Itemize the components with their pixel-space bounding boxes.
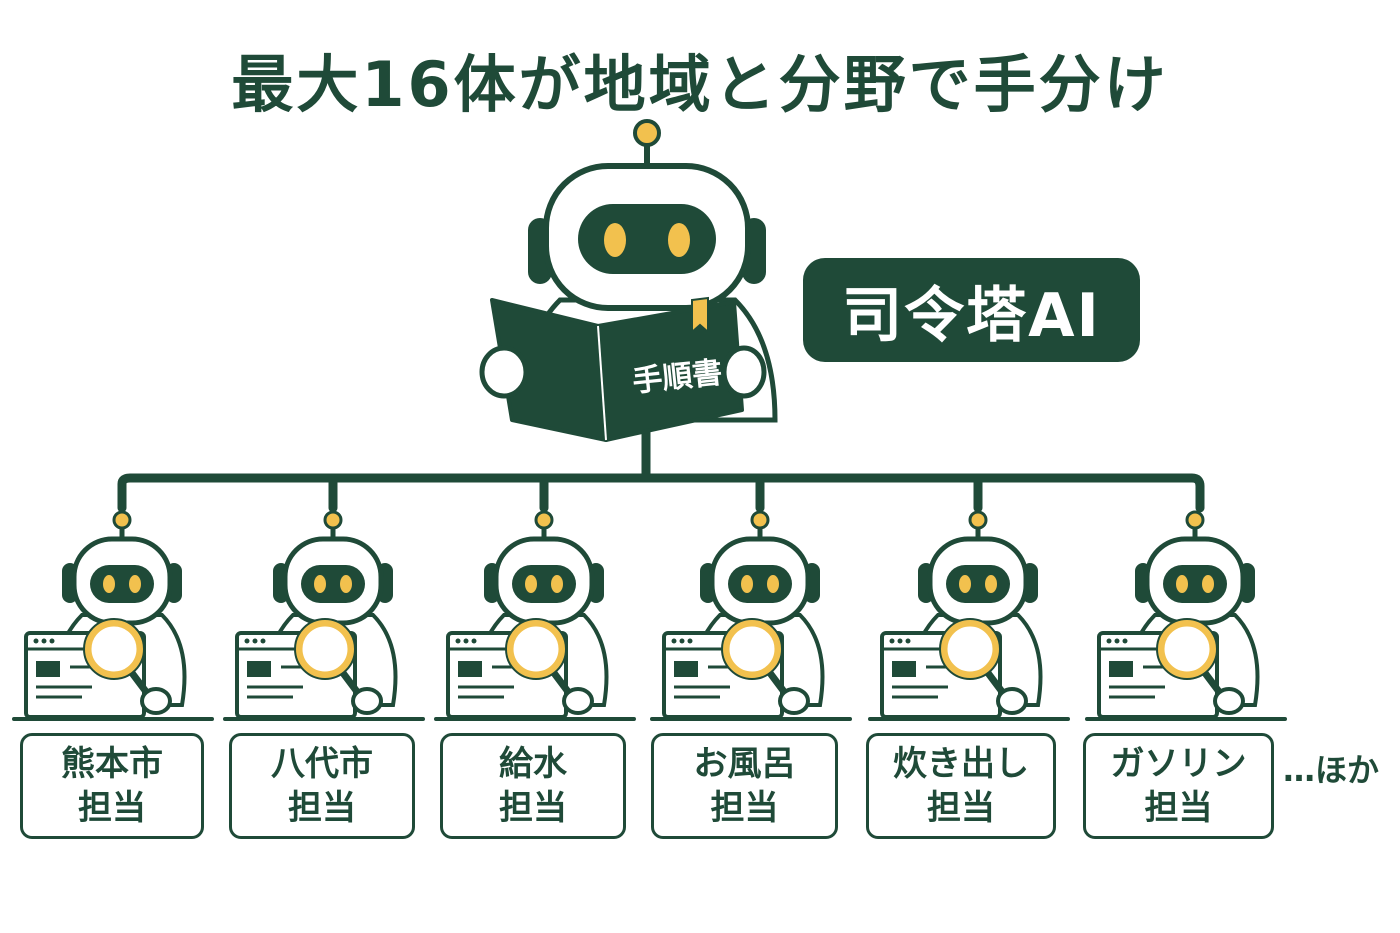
worker-robot-icon [14, 512, 212, 719]
worker-name: お風呂 [693, 744, 796, 784]
worker-role: 担当 [78, 788, 146, 828]
worker-name: 炊き出し [893, 744, 1029, 784]
worker-role: 担当 [288, 788, 356, 828]
worker-robot-icon [225, 512, 423, 719]
worker-box-gasoline: ガソリン 担当 [1083, 733, 1274, 839]
commander-label: 司令塔AI [803, 258, 1140, 362]
worker-role: 担当 [499, 788, 567, 828]
more-label: …ほか [1283, 751, 1380, 789]
worker-role: 担当 [1144, 788, 1213, 828]
worker-robot-icon [1087, 512, 1285, 719]
worker-name: 熊本市 [61, 744, 163, 784]
worker-role: 担当 [710, 788, 779, 828]
worker-box-kumamoto: 熊本市 担当 [20, 733, 204, 839]
worker-name: 給水 [499, 744, 567, 784]
page-title: 最大16体が地域と分野で手分け [231, 48, 1169, 121]
connector-lines [117, 425, 1205, 513]
worker-robot-icon [436, 512, 634, 719]
worker-robot-icon [652, 512, 850, 719]
worker-robot-icon [870, 512, 1068, 719]
commander-robot-icon [479, 119, 778, 442]
worker-box-food: 炊き出し 担当 [866, 733, 1056, 839]
worker-box-water: 給水 担当 [440, 733, 626, 839]
worker-role: 担当 [927, 788, 995, 828]
worker-box-bath: お風呂 担当 [651, 733, 838, 839]
worker-name: 八代市 [271, 744, 373, 784]
worker-name: ガソリン [1110, 744, 1247, 784]
worker-box-yatsushiro: 八代市 担当 [229, 733, 415, 839]
